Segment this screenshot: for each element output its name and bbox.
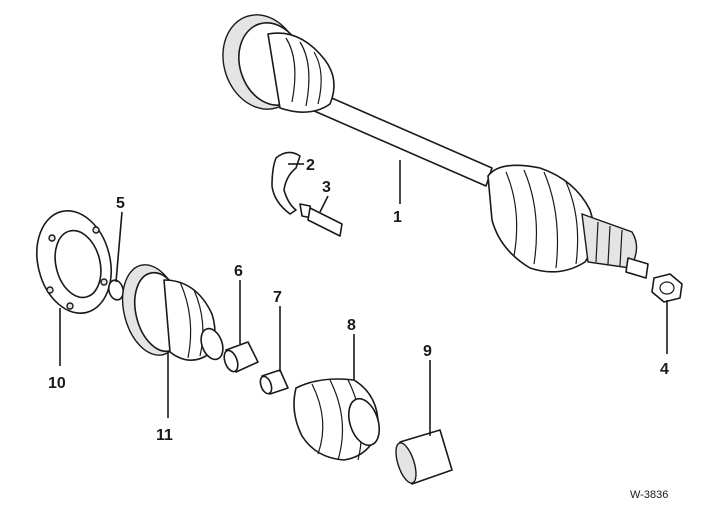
- callout-9: 9: [423, 343, 432, 360]
- bolt: [299, 203, 343, 237]
- callout-7: 7: [273, 289, 282, 306]
- callout-8: 8: [347, 317, 356, 334]
- boot-band: [395, 429, 453, 485]
- lock-plate: [271, 151, 301, 215]
- clamp-small: [259, 369, 289, 395]
- nut: [651, 273, 683, 303]
- callout-11: 11: [156, 427, 173, 444]
- callout-10: 10: [48, 375, 66, 392]
- callout-2: 2: [306, 157, 315, 174]
- callout-5: 5: [116, 195, 125, 212]
- callout-1: 1: [393, 209, 402, 226]
- figure-reference: W-3836: [630, 489, 668, 501]
- clamp-large: [223, 341, 259, 373]
- gasket-plate: [36, 209, 112, 315]
- cv-joint-with-boot: [121, 264, 224, 361]
- callout-6: 6: [234, 263, 243, 280]
- leader-5: [115, 211, 123, 283]
- leader-3: [319, 195, 329, 213]
- circlip: [107, 279, 125, 301]
- drive-shaft: [222, 14, 649, 279]
- callout-3: 3: [322, 179, 331, 196]
- callout-4: 4: [660, 361, 669, 378]
- boot: [293, 378, 381, 461]
